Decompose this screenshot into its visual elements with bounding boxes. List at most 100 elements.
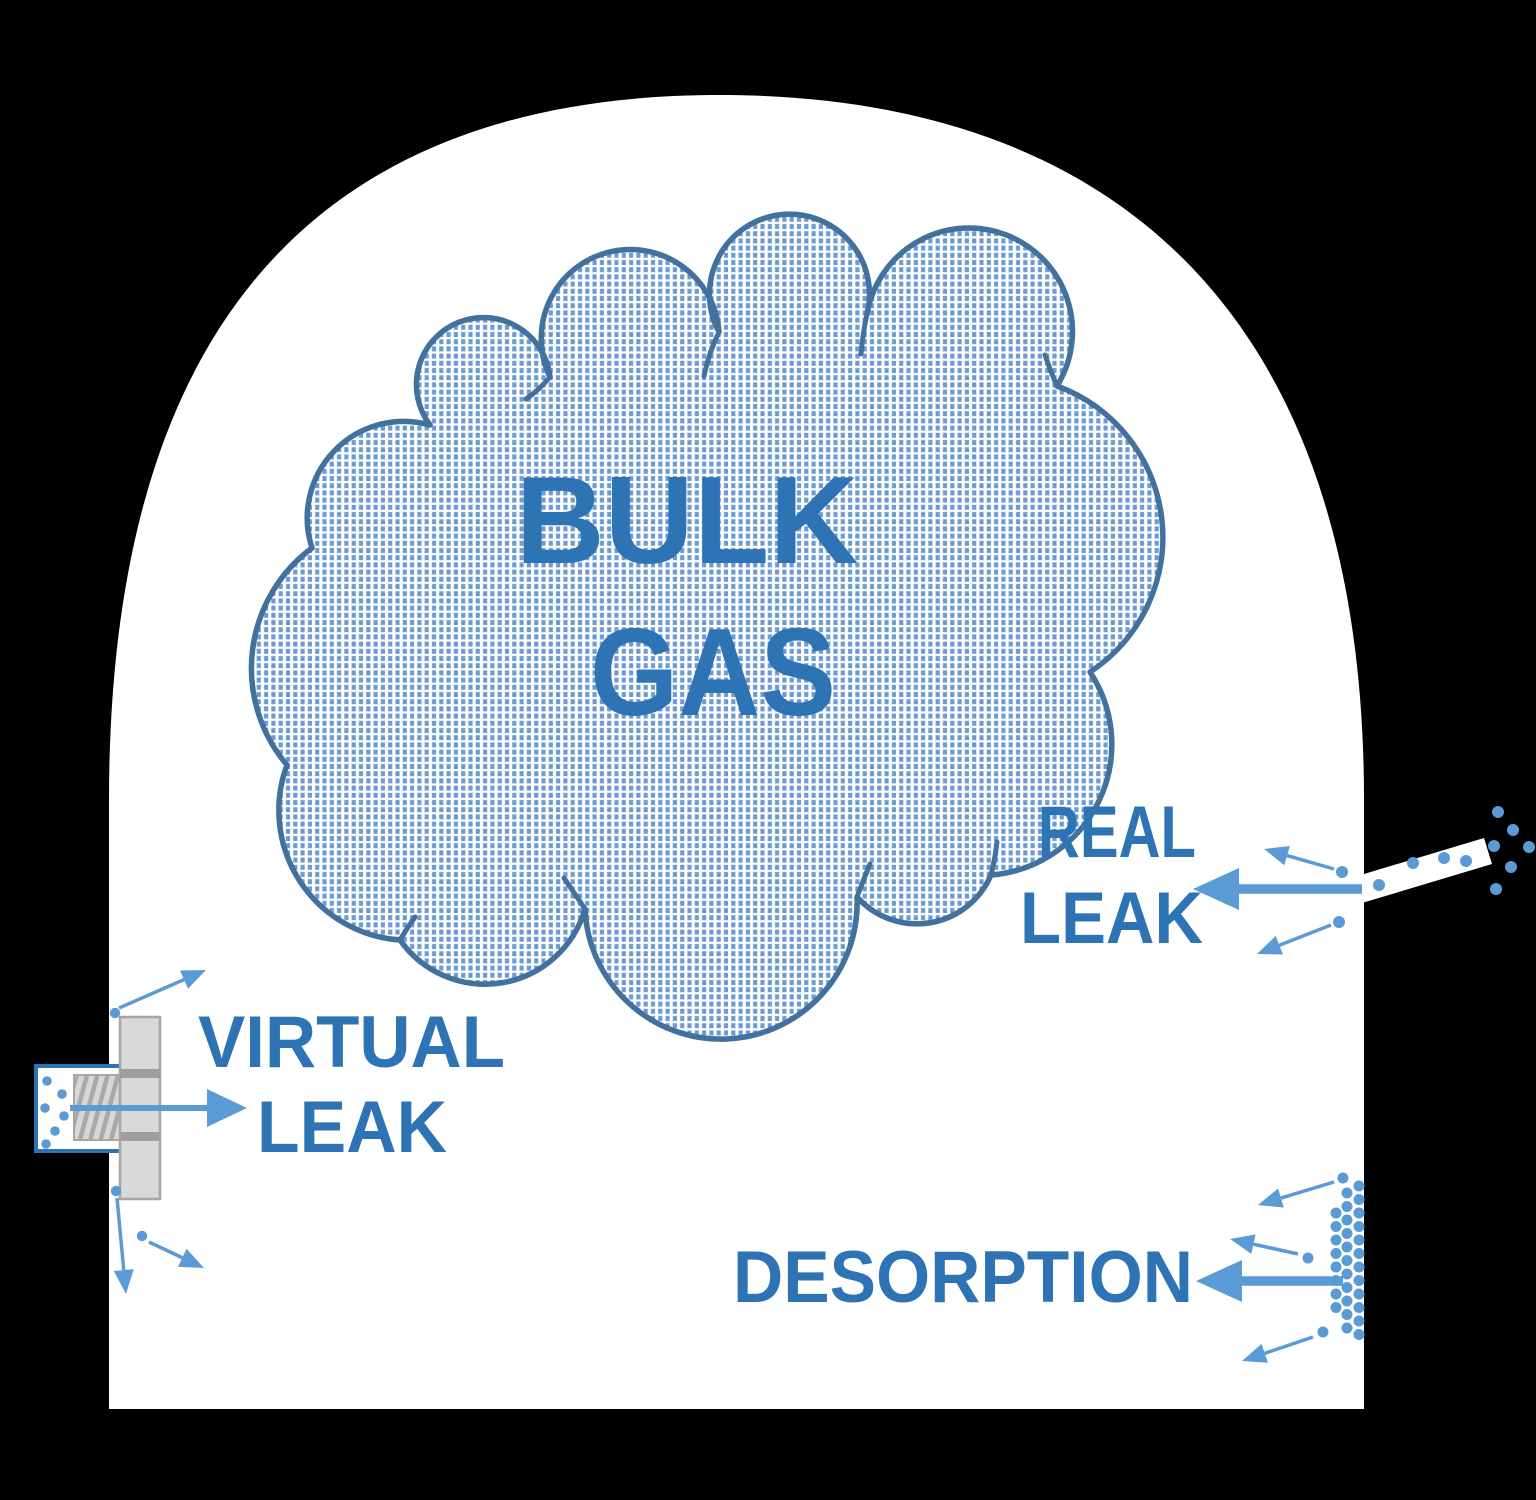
virtual-scatter-molecules	[109, 1007, 148, 1242]
adsorbed-molecule-dot	[1341, 1228, 1353, 1239]
adsorbed-molecule-dot	[1353, 1248, 1365, 1259]
adsorbed-molecule-dot	[1330, 1207, 1342, 1219]
arrow-shaft	[1280, 1180, 1335, 1200]
virtual-leak-label-line2: LEAK	[257, 1087, 447, 1168]
adsorbed-molecule-dot	[1330, 1275, 1342, 1286]
gas-molecule-dot	[136, 1230, 148, 1242]
arrow-head	[1242, 1343, 1268, 1363]
arrow-head	[1264, 845, 1290, 866]
adsorbed-molecule-dot	[1330, 1221, 1342, 1232]
real-leak-label-line1: REAL	[1038, 792, 1196, 873]
adsorbed-molecule-dot	[1341, 1309, 1353, 1320]
gas-molecule-dot	[1317, 1326, 1329, 1338]
bolt-flange-band-lower	[120, 1132, 160, 1141]
gas-molecule-dot	[50, 1126, 60, 1136]
gas-molecule-dot	[1507, 824, 1519, 836]
adsorbed-molecule-dot	[1341, 1214, 1353, 1226]
gas-molecule-dot	[1460, 855, 1472, 867]
cloud-notch-hooks	[397, 311, 1060, 943]
arrow-head	[1196, 1260, 1242, 1302]
gas-molecule-dot	[41, 1139, 51, 1149]
gas-molecule-dot	[57, 1089, 67, 1099]
gas-molecule-dot	[1302, 1252, 1314, 1264]
gas-molecule-dot	[1490, 883, 1502, 895]
desorption-label: DESORPTION	[733, 1237, 1193, 1318]
arrow-head	[113, 1269, 134, 1294]
arrow-head	[1258, 1188, 1284, 1208]
gas-molecule-dot	[109, 1007, 121, 1019]
real-leak-inside-molecules	[1333, 866, 1348, 928]
adsorbed-molecule-dot	[1330, 1248, 1342, 1259]
gas-molecule-dot	[40, 1103, 50, 1113]
gas-molecule-dot	[1488, 840, 1500, 852]
arrow-shaft	[1286, 853, 1335, 871]
adsorbed-molecule-dot	[1341, 1187, 1353, 1199]
arrow-shaft	[1253, 1242, 1299, 1256]
adsorbed-molecule-dot	[1353, 1234, 1365, 1246]
desorption-scatter-bottom	[1242, 1335, 1314, 1363]
real-leak-channel-molecules	[1373, 852, 1472, 891]
virtual-scatter-up	[118, 970, 206, 1010]
gas-molecule-dot	[1333, 916, 1345, 928]
real-leak-outside-molecules	[1488, 806, 1535, 895]
adsorbed-molecule-dot	[1330, 1288, 1342, 1300]
arrow-head	[178, 1248, 204, 1268]
virtual-pocket-molecules	[40, 1076, 69, 1149]
adsorbed-molecule-dot	[1353, 1194, 1365, 1205]
bulk-gas-label-line1: BULK	[516, 452, 859, 590]
virtual-leak-label-line1: VIRTUAL	[198, 1002, 505, 1083]
virtual-leak-flow-arrow	[70, 1089, 247, 1127]
adsorbed-molecule-dot	[1341, 1282, 1353, 1293]
adsorbed-molecule-dot	[1353, 1180, 1365, 1192]
arrow-shaft	[1264, 1335, 1314, 1355]
bulk-gas-label-line2: GAS	[590, 604, 836, 742]
desorption-cluster	[1330, 1180, 1365, 1340]
gas-molecule-dot	[59, 1111, 69, 1121]
adsorbed-molecule-dot	[1341, 1255, 1353, 1266]
adsorbed-molecule-dot	[1341, 1268, 1353, 1280]
desorption-flow-arrow	[1196, 1260, 1343, 1302]
real-leak-flow-arrow	[1193, 868, 1362, 910]
arrow-shaft	[118, 978, 185, 1010]
adsorbed-molecule-dot	[1353, 1315, 1365, 1327]
real-leak-scatter-down	[1257, 923, 1332, 955]
adsorbed-molecule-dot	[1330, 1261, 1342, 1273]
bulk-gas-cloud	[248, 211, 1166, 1042]
arrow-head	[1257, 935, 1283, 955]
arrow-head	[1230, 1234, 1256, 1254]
adsorbed-molecule-dot	[1353, 1261, 1365, 1273]
adsorbed-molecule-dot	[1353, 1302, 1365, 1313]
gas-molecule-dot	[1407, 857, 1419, 869]
adsorbed-molecule-dot	[1353, 1207, 1365, 1219]
desorption-scatter-mid	[1230, 1234, 1299, 1256]
virtual-scatter-down1	[113, 1197, 134, 1294]
gas-flow-arrows	[70, 845, 1362, 1363]
gas-molecule-dot	[1523, 841, 1535, 853]
gas-molecule-dot	[1438, 852, 1450, 864]
adsorbed-molecule-dot	[1330, 1234, 1342, 1246]
arrow-head	[180, 970, 206, 989]
bolt-flange-band-upper	[120, 1069, 160, 1078]
desorption-scatter-molecules	[1302, 1172, 1349, 1338]
adsorbed-molecule-dot	[1353, 1288, 1365, 1300]
virtual-scatter-down2	[148, 1240, 204, 1268]
adsorbed-molecule-dot	[1353, 1275, 1365, 1286]
gas-molecule-dot	[1337, 1172, 1349, 1184]
arrow-shaft	[115, 1197, 126, 1271]
gas-molecule-dot	[42, 1076, 52, 1086]
arrow-shaft	[1278, 923, 1332, 947]
gas-molecule-dot	[1505, 861, 1517, 873]
desorption-scatter-top	[1258, 1180, 1335, 1208]
gas-molecule-dot	[1373, 879, 1385, 891]
gas-molecules	[40, 806, 1535, 1340]
gas-molecule-dot	[1336, 866, 1348, 878]
adsorbed-molecule-dot	[1330, 1302, 1342, 1313]
arrow-head	[207, 1089, 247, 1127]
gas-molecule-dot	[1492, 806, 1504, 818]
adsorbed-molecule-dot	[1341, 1241, 1353, 1253]
arrow-shaft	[148, 1240, 184, 1260]
adsorbed-molecule-dot	[1353, 1329, 1365, 1340]
adsorbed-molecule-dot	[1353, 1221, 1365, 1232]
